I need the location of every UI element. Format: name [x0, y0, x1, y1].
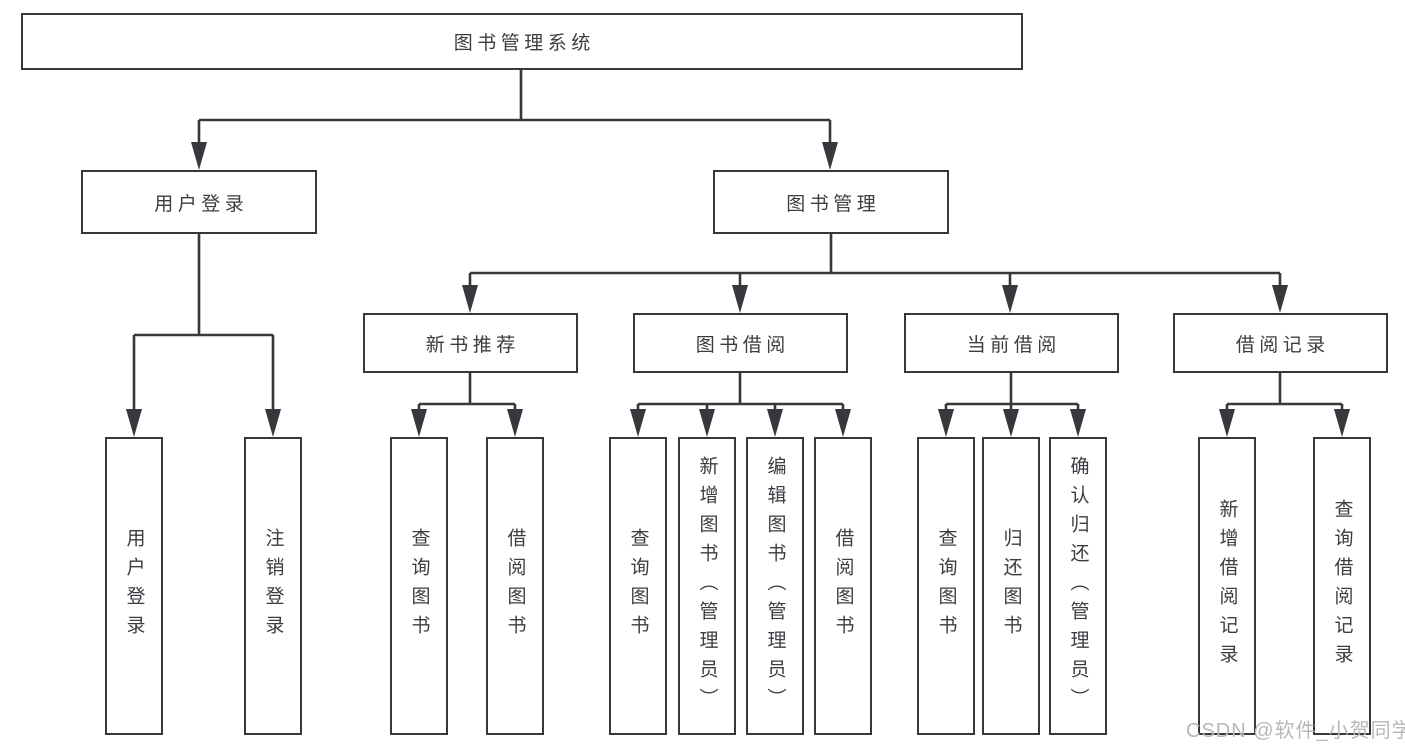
node-book-borrowing: 图书借阅: [633, 313, 848, 373]
leaf-confirm-return-admin: 确认归还（管理员）: [1049, 437, 1107, 735]
leaf-add-books-admin: 新增图书（管理员）: [678, 437, 736, 735]
leaf-query-books-current: 查询图书: [917, 437, 975, 735]
node-label: 新增图书（管理员）: [696, 455, 718, 717]
leaf-add-borrow-record: 新增借阅记录: [1198, 437, 1256, 735]
node-label: 用户登录: [154, 193, 249, 215]
node-book-management: 图书管理: [713, 170, 949, 234]
node-label: 新书推荐: [425, 334, 520, 356]
arrowheads: [126, 142, 1350, 437]
node-user-login: 用户登录: [81, 170, 317, 234]
tree-edges: [132, 70, 1344, 409]
node-label: 查询图书: [627, 528, 649, 644]
node-label: 查询借阅记录: [1331, 499, 1353, 673]
node-label: 图书管理系统: [453, 33, 595, 54]
leaf-borrow-books-recommend: 借阅图书: [486, 437, 544, 735]
node-label: 新增借阅记录: [1216, 499, 1238, 673]
leaf-edit-books-admin: 编辑图书（管理员）: [746, 437, 804, 735]
leaf-query-books-borrowing: 查询图书: [609, 437, 667, 735]
node-label: 注销登录: [262, 528, 284, 644]
node-borrowing-records: 借阅记录: [1173, 313, 1388, 373]
node-label: 图书借阅: [695, 334, 790, 356]
node-label: 查询图书: [935, 528, 957, 644]
leaf-query-books-recommend: 查询图书: [390, 437, 448, 735]
node-new-book-recommend: 新书推荐: [363, 313, 578, 373]
leaf-return-books: 归还图书: [982, 437, 1040, 735]
csdn-watermark: CSDN @软件_小贺同学: [1186, 720, 1405, 742]
node-label: 借阅图书: [832, 528, 854, 644]
node-label: 借阅图书: [504, 528, 526, 644]
leaf-query-borrow-record: 查询借阅记录: [1313, 437, 1371, 735]
leaf-logout: 注销登录: [244, 437, 302, 735]
node-label: 借阅记录: [1235, 334, 1330, 356]
leaf-borrow-books-borrowing: 借阅图书: [814, 437, 872, 735]
node-current-borrowing: 当前借阅: [904, 313, 1119, 373]
node-label: 编辑图书（管理员）: [764, 455, 786, 717]
node-label: 图书管理: [786, 193, 881, 215]
node-label: 确认归还（管理员）: [1067, 455, 1089, 717]
node-label: 归还图书: [1000, 528, 1022, 644]
node-root-library-management-system: 图书管理系统: [21, 13, 1023, 70]
leaf-user-login: 用户登录: [105, 437, 163, 735]
node-label: 当前借阅: [966, 334, 1061, 356]
node-label: 查询图书: [408, 528, 430, 644]
node-label: 用户登录: [123, 528, 145, 644]
